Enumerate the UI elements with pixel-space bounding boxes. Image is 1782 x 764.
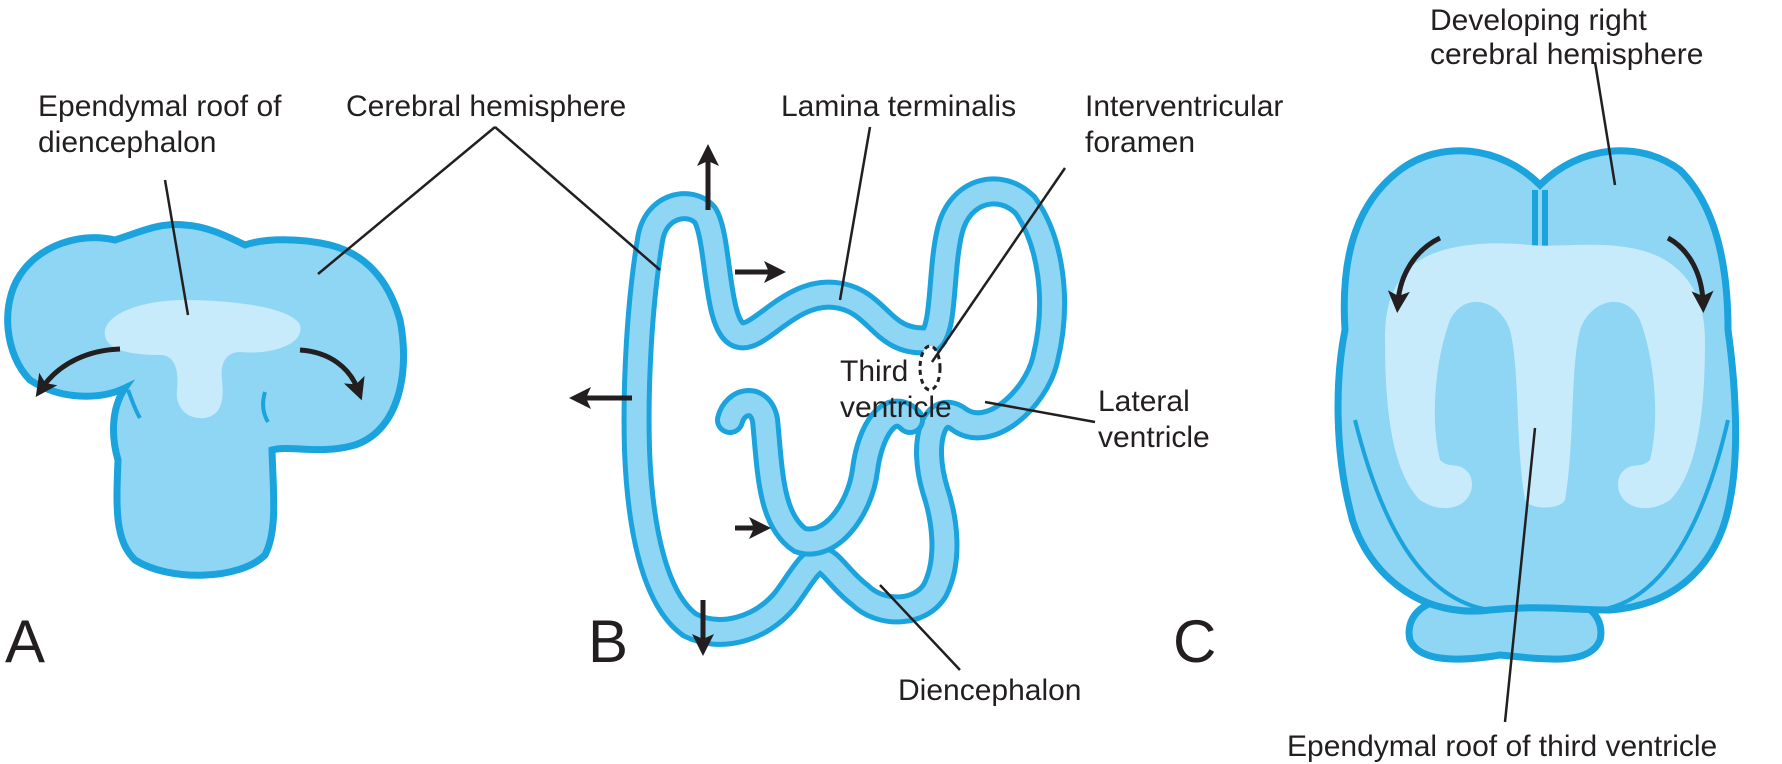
label-ependymal-roof-diencephalon-line1: Ependymal roof of xyxy=(38,90,282,123)
panel-a-hemisphere-leader xyxy=(317,126,496,275)
panel-b-wall-fill xyxy=(626,181,1063,642)
panel-a-right-notch xyxy=(261,391,270,424)
label-third-ventricle-line2: ventricle xyxy=(840,391,952,424)
label-diencephalon: Diencephalon xyxy=(898,674,1081,707)
panel-a-ependymal-roof xyxy=(104,300,301,419)
panel-c-right-lobe-division xyxy=(1599,419,1730,612)
label-developing-right-line2: cerebral hemisphere xyxy=(1430,38,1703,71)
panel-a-roof-leader xyxy=(163,179,190,316)
panel-b-hemisphere-leader xyxy=(494,126,661,271)
label-interventricular-line1: Interventricular xyxy=(1085,90,1283,123)
panel-b-letter: B xyxy=(588,608,628,675)
label-cerebral-hemisphere: Cerebral hemisphere xyxy=(346,90,626,123)
panel-a-letter: A xyxy=(5,608,45,675)
label-developing-right-line1: Developing right xyxy=(1430,4,1647,37)
panel-b-diencephalon-leader xyxy=(879,584,961,671)
panel-b-lamina-leader xyxy=(838,126,872,301)
panel-c-developing-leader xyxy=(1593,61,1617,186)
panel-c-ependymal-leader xyxy=(1503,427,1537,723)
panel-c-right-arrow xyxy=(1666,235,1714,313)
panel-b: B xyxy=(494,126,1096,675)
panel-a-left-arrow xyxy=(35,346,121,398)
label-ependymal-roof-diencephalon-line2: diencephalon xyxy=(38,126,217,159)
panel-c-left-lobe-division xyxy=(1353,419,1491,612)
labels: Ependymal roof of diencephalon Cerebral … xyxy=(38,4,1717,763)
panel-c-bottom-lobes xyxy=(1405,596,1605,663)
panel-c: C xyxy=(1173,61,1740,723)
label-ependymal-roof-third-ventricle: Ependymal roof of third ventricle xyxy=(1287,730,1717,763)
label-lateral-ventricle-line2: ventricle xyxy=(1098,421,1210,454)
panel-c-ependymal-roof xyxy=(1385,243,1705,509)
panel-c-letter: C xyxy=(1173,608,1216,675)
label-third-ventricle-line1: Third xyxy=(840,355,908,388)
panel-b-inner-fold-fill xyxy=(720,393,920,552)
label-interventricular-line2: foramen xyxy=(1085,126,1195,159)
panel-c-left-arrow xyxy=(1387,235,1442,313)
panel-b-foramen-leader xyxy=(930,167,1067,363)
panel-a: A xyxy=(4,126,496,675)
label-lateral-ventricle-line1: Lateral xyxy=(1098,385,1190,418)
panel-b-lateral-leader xyxy=(984,400,1096,424)
panel-a-right-arrow xyxy=(299,347,365,401)
panel-a-left-notch xyxy=(126,389,142,420)
label-lamina-terminalis: Lamina terminalis xyxy=(781,90,1016,123)
